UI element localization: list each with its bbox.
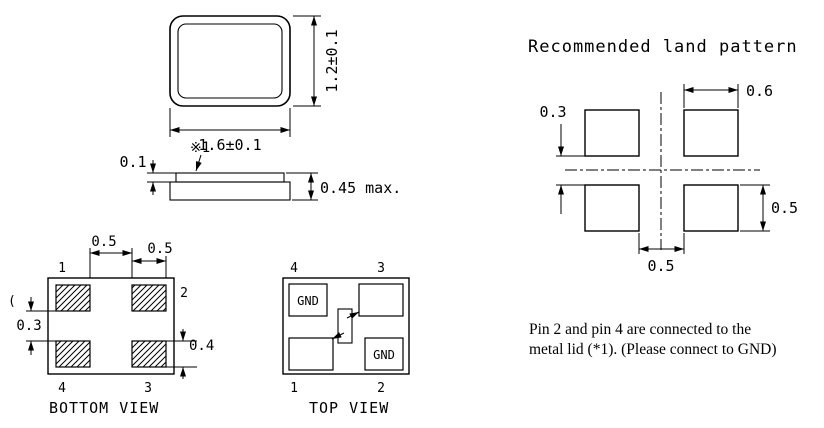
- dim-bottom-pad-height: 0.4: [166, 329, 214, 379]
- land-pad-top-right: [683, 109, 739, 157]
- dim-package-width: 1.6±0.1: [169, 108, 291, 154]
- lid-reference-mark: ※1: [190, 140, 210, 172]
- crystal-connection-arrow-left: [331, 332, 345, 340]
- top-pin2-label: 2: [377, 381, 385, 396]
- dim-bottom-pad-gap: 0.3: [16, 297, 56, 355]
- crystal-element: [337, 308, 353, 344]
- top-pin1-label: 1: [290, 381, 298, 396]
- bottom-view-title: BOTTOM VIEW: [49, 399, 159, 417]
- bottom-view: ( 1 2 4 3 0.5 0.5 0.3: [8, 234, 214, 417]
- package-outline-view: 1.2±0.1 1.6±0.1: [169, 15, 341, 154]
- dim-bottom-pad-pitch-right: 0.5: [132, 241, 173, 278]
- land-pad-top-left: [584, 109, 640, 157]
- top-pin3-label: 3: [377, 261, 385, 276]
- land-dim-left-label: 0.3: [539, 103, 566, 121]
- bottom-pin1-label: 1: [58, 261, 66, 276]
- top-view: GND GND 4 3 1 2 TOP VIEW: [282, 261, 410, 417]
- pin-connection-note: Pin 2 and pin 4 are connected to the met…: [529, 321, 777, 358]
- bottom-dim-left-label: 0.3: [16, 318, 41, 334]
- package-lid-seam: [177, 23, 283, 99]
- note-line-2: metal lid (*1). (Please connect to GND): [529, 341, 777, 358]
- land-pad-bottom-right: [683, 184, 739, 232]
- top-pad-2-gnd: [364, 337, 404, 371]
- land-pad-bottom-left: [584, 184, 640, 232]
- side-view-lid: [175, 172, 285, 183]
- dim-land-pad-height: 0.5: [740, 184, 798, 232]
- bottom-dim-right-label: 0.4: [189, 338, 214, 354]
- stray-mark: (: [8, 294, 16, 309]
- package-width-dim-label: 1.6±0.1: [198, 136, 261, 154]
- lid-thickness-dim-label: 0.1: [119, 153, 146, 171]
- land-dim-right-label: 0.5: [771, 199, 798, 217]
- land-pattern: Recommended land pattern 0.3 0.6 0.5: [528, 37, 798, 275]
- crystal-connection-arrow-right: [346, 311, 360, 319]
- dim-package-max-height: 0.45 max.: [286, 172, 401, 201]
- side-view: 0.1 ※1 0.45 max.: [119, 140, 401, 201]
- lid-ref-mark-label: ※1: [190, 140, 210, 156]
- dim-lid-thickness: 0.1: [119, 153, 176, 195]
- gnd-label-bottom: GND: [373, 348, 395, 362]
- top-view-title: TOP VIEW: [309, 399, 389, 417]
- top-pad-3: [358, 283, 404, 317]
- bottom-dim-top-left-label: 0.5: [91, 234, 116, 250]
- top-pin4-label: 4: [290, 261, 298, 276]
- bottom-pin2-label: 2: [180, 286, 188, 301]
- land-dim-top-label: 0.6: [746, 82, 773, 100]
- bottom-pin4-label: 4: [58, 381, 66, 396]
- dim-land-pad-width: 0.6: [683, 82, 773, 108]
- land-pattern-title: Recommended land pattern: [528, 37, 798, 57]
- dim-land-vertical-gap: 0.3: [539, 103, 585, 214]
- bottom-dim-top-right-label: 0.5: [147, 241, 172, 257]
- bottom-pad-4: [55, 340, 91, 368]
- bottom-view-body: [47, 277, 175, 375]
- dim-land-horizontal-gap: 0.5: [638, 233, 685, 275]
- package-outer-body: [169, 15, 291, 107]
- bottom-pad-1: [55, 284, 91, 312]
- bottom-pad-3: [131, 340, 167, 368]
- side-view-base: [169, 181, 291, 201]
- package-height-dim-label: 1.2±0.1: [323, 29, 341, 92]
- land-dim-bottom-label: 0.5: [647, 257, 674, 275]
- top-view-body: [282, 277, 410, 375]
- bottom-pad-2: [131, 284, 167, 312]
- top-pad-1: [288, 337, 334, 371]
- note-line-1: Pin 2 and pin 4 are connected to the: [529, 321, 751, 338]
- gnd-label-top: GND: [297, 294, 319, 308]
- bottom-pin3-label: 3: [144, 381, 152, 396]
- dim-bottom-pad-pitch-left: 0.5: [89, 234, 133, 278]
- max-height-dim-label: 0.45 max.: [320, 179, 401, 197]
- dim-package-height: 1.2±0.1: [293, 15, 341, 107]
- top-pad-4-gnd: [288, 283, 328, 317]
